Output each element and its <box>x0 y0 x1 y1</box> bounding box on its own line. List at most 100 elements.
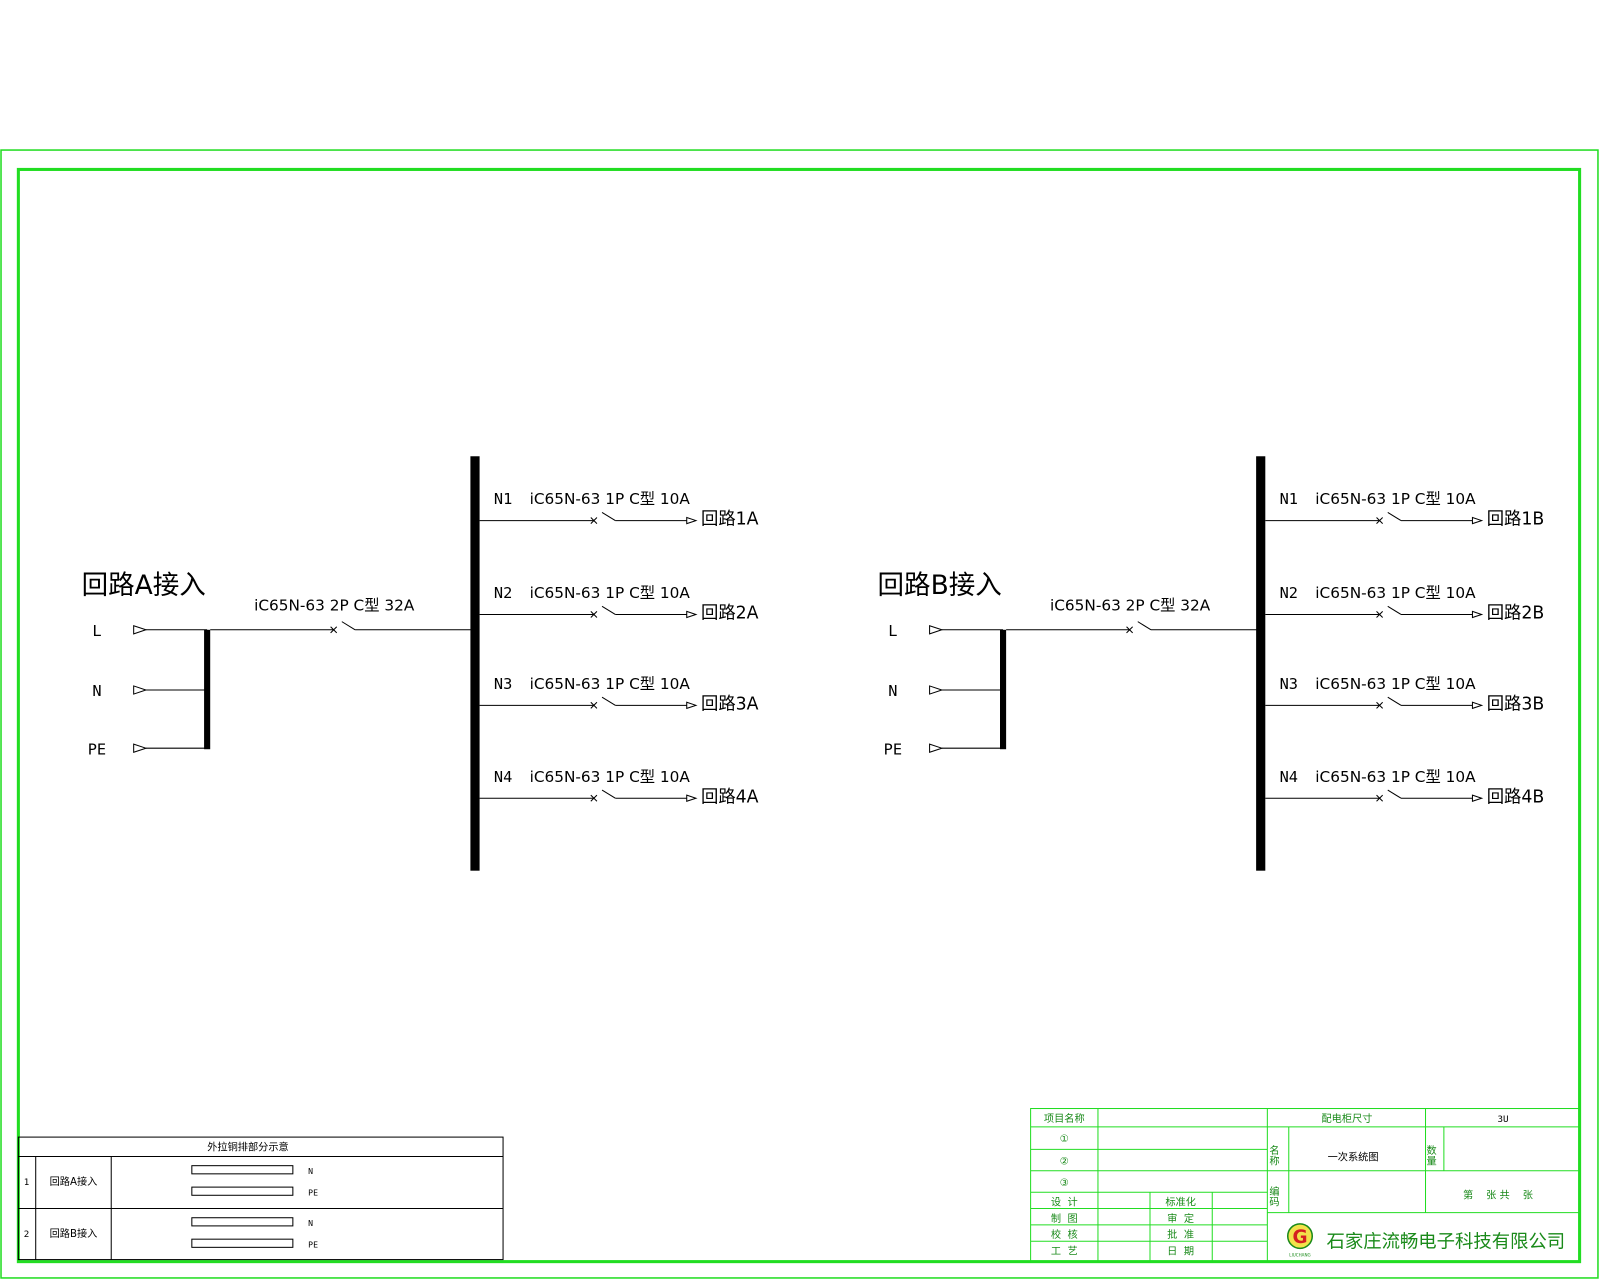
terminal-arrow-icon <box>1471 610 1484 619</box>
breaker-switch-blade <box>601 789 616 799</box>
breaker-x-mark <box>1376 517 1384 524</box>
breaker-switch-blade <box>601 696 616 706</box>
cabinet-size-value: 3U <box>1498 1114 1509 1125</box>
branch-breaker-label: iC65N-63 1P C型 10A <box>530 584 691 602</box>
input-label: PE <box>88 740 106 758</box>
code-label: 编码 <box>1267 1185 1279 1207</box>
title-block-text: 项目名称 配电柜尺寸 3U ① ② ③ 名称 一次系统图 数量 编码 第 张 共… <box>1044 1112 1565 1258</box>
branch-output-label: 回路1B <box>1487 510 1545 530</box>
breaker-x-mark <box>1376 701 1384 709</box>
breaker-x-mark <box>1376 611 1384 618</box>
outer-frame <box>0 149 1599 1279</box>
branch-breaker-label: iC65N-63 1P C型 10A <box>530 675 691 693</box>
breaker-x-mark <box>1376 794 1384 802</box>
terminal-arrow-icon <box>929 743 944 753</box>
breaker-x-mark <box>330 626 338 634</box>
company-name: 石家庄流畅电子科技有限公司 <box>1327 1231 1566 1252</box>
terminal-arrow-icon <box>686 794 698 802</box>
branch-id: N1 <box>1280 490 1298 508</box>
terminal-arrow-icon <box>686 516 698 525</box>
role-design: 设 计 <box>1051 1195 1078 1208</box>
role-process: 工 艺 <box>1051 1245 1078 1257</box>
terminal-arrow-icon <box>686 701 698 710</box>
terminal-arrow-icon <box>929 625 944 635</box>
input-label: PE <box>884 740 902 758</box>
row-number: 1 <box>24 1177 30 1188</box>
branch-breaker-label: iC65N-63 1P C型 10A <box>1315 675 1476 693</box>
busbar-n <box>191 1217 294 1227</box>
main-busbar <box>470 456 480 871</box>
role-standard: 标准化 <box>1165 1195 1196 1208</box>
row-number: 2 <box>24 1229 30 1240</box>
inner-frame <box>16 167 1582 1264</box>
row-name: 回路A接入 <box>50 1175 98 1188</box>
terminal-arrow-icon <box>929 685 944 695</box>
breaker-switch-blade <box>1387 511 1402 522</box>
breaker-switch-blade <box>341 621 356 631</box>
item-3: ③ <box>1060 1178 1069 1189</box>
input-label: L <box>888 622 897 640</box>
branch-circuit: N3 iC65N-63 1P C型 10A 回路3B <box>1265 675 1544 714</box>
logo-caption: LIUCHANG <box>1289 1253 1310 1258</box>
item-2: ② <box>1060 1157 1069 1168</box>
terminal-arrow-icon <box>133 685 148 695</box>
sheet-count: 第 张 共 张 <box>1463 1188 1533 1201</box>
input-busbar <box>204 629 211 750</box>
branch-breaker-label: iC65N-63 1P C型 10A <box>1315 768 1476 786</box>
branch-output-label: 回路4B <box>1487 787 1545 807</box>
breaker-x-mark <box>590 517 598 524</box>
branch-id: N4 <box>494 768 512 786</box>
circuit-title: 回路B接入 <box>878 570 1002 601</box>
logo-letter: G <box>1292 1227 1307 1248</box>
role-approve: 批 准 <box>1167 1228 1194 1241</box>
main-busbar <box>1256 456 1266 871</box>
busbar-pe <box>191 1186 294 1196</box>
role-drawing: 制 图 <box>1051 1212 1078 1225</box>
breaker-x-mark <box>590 794 598 802</box>
row-name: 回路B接入 <box>50 1227 98 1240</box>
branch-id: N2 <box>1280 584 1298 602</box>
title-block <box>1030 1108 1581 1263</box>
branch-id: N3 <box>494 675 512 693</box>
terminal-arrow-icon <box>1471 794 1484 802</box>
branch-output-label: 回路3B <box>1487 694 1545 714</box>
input-label: N <box>92 682 101 700</box>
input-busbar <box>1000 629 1007 750</box>
company-logo: G LIUCHANG <box>1286 1223 1314 1258</box>
busbar-pe <box>191 1238 294 1248</box>
branch-id: N2 <box>494 584 512 602</box>
branch-breaker-label: iC65N-63 1P C型 10A <box>530 768 691 786</box>
branch-id: N1 <box>494 490 512 508</box>
branch-output-label: 回路3A <box>701 694 759 714</box>
branch-breaker-label: iC65N-63 1P C型 10A <box>530 490 691 508</box>
branch-id: N3 <box>1280 675 1298 693</box>
branch-circuit: N3 iC65N-63 1P C型 10A 回路3A <box>479 675 759 714</box>
breaker-x-mark <box>590 611 598 618</box>
circuit-title: 回路A接入 <box>82 570 206 601</box>
breaker-switch-blade <box>601 511 616 522</box>
breaker-switch-blade <box>1387 696 1402 706</box>
branch-output-label: 回路2B <box>1487 604 1545 624</box>
terminal-arrow-icon <box>1471 516 1484 525</box>
terminal-arrow-icon <box>133 625 148 635</box>
terminal-arrow-icon <box>1471 701 1484 710</box>
cabinet-size-label: 配电柜尺寸 <box>1321 1112 1372 1125</box>
breaker-switch-blade <box>1387 789 1402 799</box>
input-label: L <box>92 622 101 640</box>
name-label: 名称 <box>1267 1144 1279 1166</box>
main-breaker-label: iC65N-63 2P C型 32A <box>1050 596 1211 614</box>
bar-label: PE <box>308 1187 318 1197</box>
breaker-switch-blade <box>1137 621 1152 631</box>
bar-label: N <box>308 1218 313 1228</box>
quantity-label: 数量 <box>1424 1144 1436 1165</box>
name-value: 一次系统图 <box>1328 1151 1379 1164</box>
